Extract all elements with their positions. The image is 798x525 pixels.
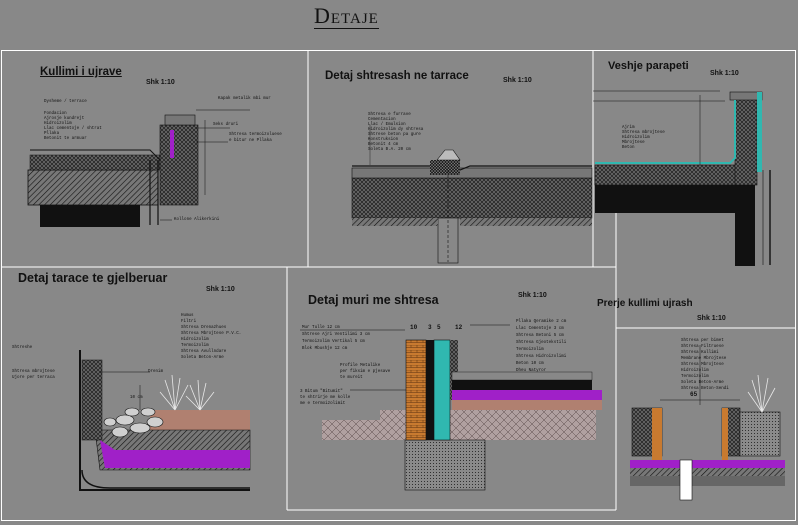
muri-blank-3: me e termoizolimit — [300, 402, 346, 406]
kullimi-label-side: Seks druri — [213, 123, 239, 127]
prerje-note-1: Shtresa Filtruese — [681, 345, 724, 349]
prerje-note-4: Shtresa Mbrojtese — [681, 363, 724, 367]
muri-note-left-1: Shtrese Ajri Ventilimi 3 cm — [302, 333, 370, 337]
muri-dim-0: 10 — [410, 324, 418, 331]
gjelberuar-note-3: Shtresa Mbrojtese P.V.C. — [181, 332, 242, 336]
prerje-note-5: Hidroizolim — [681, 369, 709, 373]
kullimi-note-3: Hidroizolim — [44, 122, 72, 126]
muri-drawing — [300, 324, 602, 491]
kullimi-note-0: Dysheme / terrace — [44, 100, 87, 104]
gjelberuar-label-left1: Shtreshe — [12, 346, 33, 350]
parapeti-note-4: Beton — [622, 146, 635, 150]
muri-profile-2: per fiksim e pjesave — [340, 370, 391, 374]
prerje-note-8: Shtresa Beton-Sendi — [681, 387, 729, 391]
muri-note-right-6: Beton 10 cm — [516, 362, 544, 366]
muri-blank-1: 3 Bitum "Bitumit" — [300, 390, 343, 394]
prerje-dim: 65 — [690, 391, 698, 398]
muri-dim-1: 3 — [428, 324, 432, 331]
kullimi-note-4: Llac cementoje / shtrat — [44, 127, 102, 131]
kullimi-scale: Shk 1:10 — [146, 79, 175, 86]
muri-note-right-1: Llac Cementoje 3 cm — [516, 327, 564, 331]
kullimi-label-right1: Shtresa termoizoluese — [229, 133, 282, 137]
gjelberuar-label-left2: Shtresa mbrojtese — [12, 370, 55, 374]
prerje-note-2: Shtresa Kullimi — [681, 351, 719, 355]
tarrace-note-1: Cementacion — [368, 118, 396, 122]
tarrace-scale: Shk 1:10 — [503, 77, 532, 84]
muri-note-right-0: Pllaka Qeramike 2 cm — [516, 320, 567, 324]
muri-note-right-2: Shtresa Betoni 5 cm — [516, 334, 564, 338]
prerje-note-0: Shtresa per bimet — [681, 339, 724, 343]
gjelberuar-drawing — [79, 350, 251, 491]
gjelberuar-scale: Shk 1:10 — [206, 286, 235, 293]
tarrace-note-2: Llac / Emulsion — [368, 123, 406, 127]
panel-frames — [1, 50, 796, 521]
muri-profile-3: te mureit — [340, 376, 363, 380]
prerje-drawing — [630, 345, 785, 501]
muri-profile-1: Profile Metalike — [340, 364, 381, 368]
muri-title: Detaj muri me shtresa — [308, 293, 439, 307]
muri-scale: Shk 1:10 — [518, 292, 547, 299]
parapeti-note-0: Ajrim — [622, 126, 635, 130]
parapeti-note-3: Mbrojtese — [622, 141, 645, 145]
prerje-note-6: Termoizolim — [681, 375, 709, 379]
tarrace-note-5: Konstruksion — [368, 138, 399, 142]
muri-note-right-3: Shtresa Gjeotekstili — [516, 341, 567, 345]
prerje-note-7: Soleta Beton-Arme — [681, 381, 724, 385]
muri-dim-3: 12 — [455, 324, 463, 331]
kullimi-note-2: Ajrosje kundrejt — [44, 117, 85, 121]
prerje-title: Prerje kullimi ujrash — [597, 298, 693, 309]
tarrace-title: Detaj shtresash ne tarrace — [325, 70, 469, 82]
kullimi-label-bottom: Kollone Alikerkini — [174, 218, 220, 222]
gjelberuar-label-left3: Ujore per terraca — [12, 376, 55, 380]
muri-note-right-7: Dheu Natyror — [516, 369, 547, 373]
tarrace-note-3: Hidroizolim dy shtresa — [368, 128, 424, 132]
kullimi-note-6: Betonit te armuar — [44, 137, 87, 141]
muri-note-right-4: Termoizolim — [516, 348, 544, 352]
gjelberuar-note-7: Soleta Beton-Arme — [181, 356, 224, 360]
kullimi-note-1: Fondacion — [44, 112, 67, 116]
gjelberuar-note-5: Termoizolim — [181, 344, 209, 348]
page-title: Detaje — [314, 3, 379, 29]
muri-note-left-0: Mur Tulle 12 cm — [302, 326, 340, 330]
kullimi-drawing — [27, 109, 250, 227]
gjelberuar-label-dim: 10 cm — [130, 396, 143, 400]
kullimi-label-right2: e bitur ne Pllaka — [229, 139, 272, 143]
muri-note-left-2: Termoizolim Vertikal 5 cm — [302, 340, 365, 344]
gjelberuar-note-4: Hidroizolim — [181, 338, 209, 342]
gjelberuar-note-2: Shtresa Drenazhues — [181, 326, 227, 330]
parapeti-note-1: Shtresa mbrojtese — [622, 131, 665, 135]
parapeti-title: Veshje parapeti — [608, 60, 689, 72]
kullimi-title: Kullimi i ujrave — [40, 66, 122, 78]
parapeti-drawing — [593, 90, 771, 266]
gjelberuar-title: Detaj tarace te gjelberuar — [18, 271, 168, 285]
kullimi-label-top: Kapak metalik mbi mur — [218, 97, 271, 101]
kullimi-note-5: Pllaka — [44, 132, 60, 136]
gjelberuar-note-1: Filtri — [181, 320, 197, 324]
parapeti-note-2: Hidroizolim — [622, 136, 650, 140]
tarrace-note-7: Soleta B.A. 20 cm — [368, 148, 411, 152]
muri-note-left-3: Blok Mbushje 12 cm — [302, 347, 348, 351]
parapeti-scale: Shk 1:10 — [710, 70, 739, 77]
gjelberuar-label-drain: Drenim — [148, 370, 164, 374]
prerje-scale: Shk 1:10 — [697, 315, 726, 322]
muri-blank-2: te shtrirje me kolle — [300, 396, 351, 400]
tarrace-drawing — [351, 125, 593, 264]
muri-dim-2: 5 — [437, 324, 441, 331]
tarrace-note-4: Shtrese beton pa gure — [368, 133, 421, 137]
tarrace-note-6: Betonit 4 cm — [368, 143, 399, 147]
gjelberuar-note-0: Humus — [181, 314, 194, 318]
prerje-note-3: Membrane Mbrojtese — [681, 357, 727, 361]
tarrace-note-0: Shtresa e furrave — [368, 113, 411, 117]
gjelberuar-note-6: Shtresa Avullndare — [181, 350, 227, 354]
muri-note-right-5: Shtresa Hidroizolimi — [516, 355, 567, 359]
